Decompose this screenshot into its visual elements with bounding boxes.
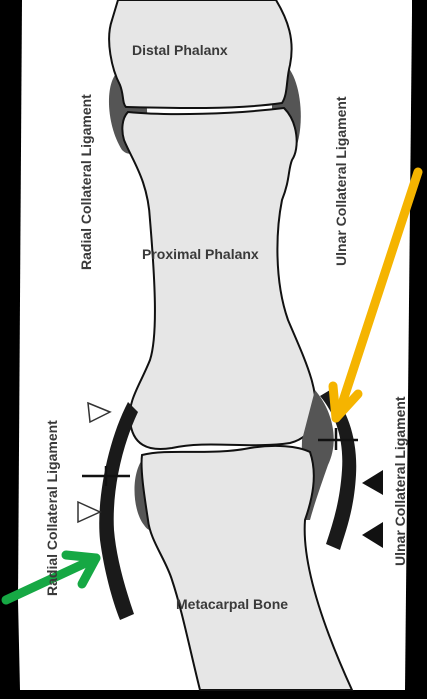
ulnar-collateral-ligament-label-top: Ulnar Collateral Ligament bbox=[333, 96, 349, 266]
proximal-phalanx-label: Proximal Phalanx bbox=[142, 246, 259, 262]
metacarpal-bone-label: Metacarpal Bone bbox=[176, 596, 288, 612]
distal-phalanx-label: Distal Phalanx bbox=[132, 42, 228, 58]
radial-collateral-ligament-label-bottom: Radial Collateral Ligament bbox=[44, 420, 60, 596]
radial-collateral-ligament-label-top: Radial Collateral Ligament bbox=[78, 94, 94, 270]
ulnar-collateral-ligament-label-bottom: Ulnar Collateral Ligament bbox=[392, 396, 408, 566]
